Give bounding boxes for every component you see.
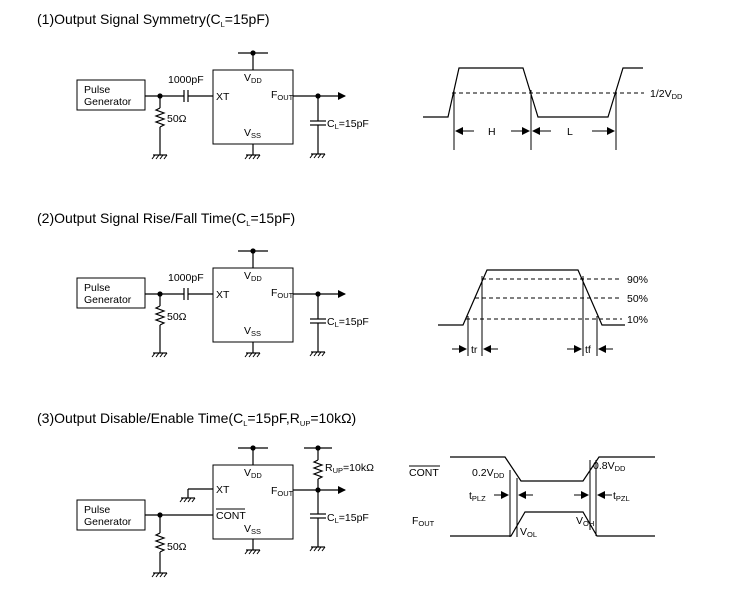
cont-waveform bbox=[450, 456, 655, 482]
xt-pin-label: XT bbox=[216, 91, 230, 103]
high-period-label: H bbox=[488, 126, 496, 138]
circuit-2: Pulse Generator 1000pF 50Ω XT VDD VSS FO… bbox=[76, 248, 369, 358]
ground-symbol bbox=[244, 549, 261, 555]
circuit-1: Pulse Generator 1000pF 50Ω XT VDD VSS FO… bbox=[76, 50, 369, 160]
tpzl-label: tPZL bbox=[613, 490, 630, 503]
v02-label: 0.2VDD bbox=[472, 467, 505, 480]
vss-pin-label: VSS bbox=[244, 127, 261, 140]
ground-symbol bbox=[151, 352, 168, 358]
circuit-3: Pulse Generator 50Ω XT CONT VDD VSS FOUT bbox=[76, 445, 374, 578]
load-capacitor-label: CL=15pF bbox=[327, 118, 369, 131]
ground-symbol bbox=[244, 154, 261, 160]
resistor-symbol bbox=[154, 305, 166, 326]
xt-pin-label: XT bbox=[216, 289, 230, 301]
resistor-symbol bbox=[154, 107, 166, 128]
tplz-label: tPLZ bbox=[469, 490, 486, 503]
vdd-pin-label: VDD bbox=[244, 72, 262, 85]
pulse-generator-label-2: Generator bbox=[84, 516, 132, 528]
capacitor-label: 1000pF bbox=[168, 74, 204, 86]
vss-pin-label: VSS bbox=[244, 523, 261, 536]
fall-time-label: tf bbox=[585, 344, 591, 356]
resistor-label: 50Ω bbox=[167, 311, 187, 323]
capacitor-label: 1000pF bbox=[168, 272, 204, 284]
v08-label: 0.8VDD bbox=[593, 460, 626, 473]
resistor-label: 50Ω bbox=[167, 113, 187, 125]
section-title-disable-enable: (3)Output Disable/Enable Time(CL=15pF,RU… bbox=[37, 410, 356, 428]
section-title-symmetry: (1)Output Signal Symmetry(CL=15pF) bbox=[37, 11, 270, 29]
voh-label: VOH bbox=[576, 515, 594, 528]
label-50: 50% bbox=[627, 293, 648, 305]
pulse-generator-label-1: Pulse bbox=[84, 84, 110, 96]
load-capacitor-label: CL=15pF bbox=[327, 512, 369, 525]
timing-diagram-symmetry: 1/2VDD H L bbox=[423, 67, 683, 150]
section-title-rise-fall: (2)Output Signal Rise/Fall Time(CL=15pF) bbox=[37, 210, 295, 228]
fout-waveform bbox=[450, 511, 655, 537]
pulse-generator-box bbox=[76, 277, 146, 309]
cont-pin-label: CONT bbox=[216, 510, 246, 522]
load-capacitor-label: CL=15pF bbox=[327, 316, 369, 329]
fout-pin-label: FOUT bbox=[271, 287, 294, 300]
ground-symbol bbox=[151, 572, 168, 578]
label-10: 10% bbox=[627, 314, 648, 326]
rise-time-label: tr bbox=[471, 344, 478, 356]
pullup-resistor-symbol bbox=[312, 459, 324, 480]
resistor-symbol bbox=[154, 532, 166, 553]
timing-diagram-disable-enable: CONT 0.2VDD 0.8VDD FOUT VOL VOH tPLZ tPZ… bbox=[409, 456, 655, 539]
vdd-pin-label: VDD bbox=[244, 270, 262, 283]
vdd-pin-label: VDD bbox=[244, 467, 262, 480]
ground-symbol bbox=[179, 497, 196, 503]
label-90: 90% bbox=[627, 274, 648, 286]
pulse-generator-label-1: Pulse bbox=[84, 282, 110, 294]
timing-diagram-rise-fall: 90% 50% 10% tr tf bbox=[438, 269, 648, 356]
pullup-resistor-label: RUP=10kΩ bbox=[325, 462, 374, 475]
pulse-generator-label-2: Generator bbox=[84, 96, 132, 108]
cont-signal-label: CONT bbox=[409, 467, 439, 479]
half-vdd-label: 1/2VDD bbox=[650, 88, 683, 101]
vss-pin-label: VSS bbox=[244, 325, 261, 338]
ground-symbol bbox=[151, 154, 168, 160]
resistor-label: 50Ω bbox=[167, 541, 187, 553]
fout-signal-label: FOUT bbox=[412, 515, 435, 528]
ground-symbol bbox=[309, 546, 326, 552]
low-period-label: L bbox=[567, 126, 573, 138]
pulse-generator-box bbox=[76, 79, 146, 111]
ground-symbol bbox=[309, 351, 326, 357]
ground-symbol bbox=[244, 352, 261, 358]
pulse-waveform bbox=[438, 269, 625, 326]
ground-symbol bbox=[309, 153, 326, 159]
fout-pin-label: FOUT bbox=[271, 485, 294, 498]
pulse-generator-label-2: Generator bbox=[84, 294, 132, 306]
vol-label: VOL bbox=[520, 526, 537, 539]
pulse-generator-label-1: Pulse bbox=[84, 504, 110, 516]
fout-pin-label: FOUT bbox=[271, 89, 294, 102]
xt-pin-label: XT bbox=[216, 484, 230, 496]
